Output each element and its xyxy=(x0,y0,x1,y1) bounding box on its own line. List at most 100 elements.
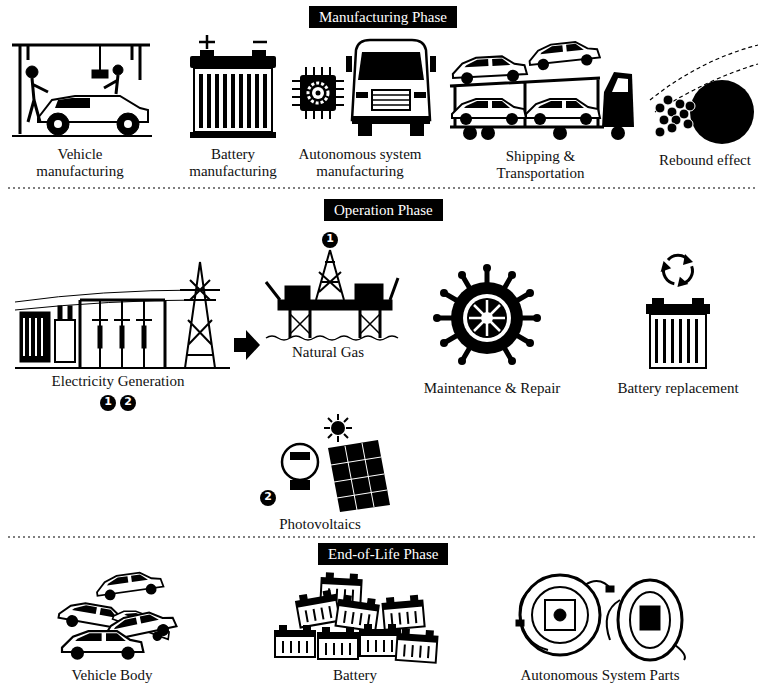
chip-truck-icon xyxy=(358,52,424,80)
vehicle-factory-icon xyxy=(26,66,38,78)
car-carrier-icon xyxy=(452,99,526,125)
chip-truck-icon xyxy=(352,40,430,120)
gas-rig-icon xyxy=(316,250,344,300)
battery-recycle-icon xyxy=(652,298,664,304)
gas-rig-icon xyxy=(266,278,398,300)
chip-truck-icon xyxy=(430,56,436,72)
car-carrier-icon xyxy=(450,78,604,127)
icon-caption: Battery replacement xyxy=(603,380,753,397)
callout-number: 1 xyxy=(100,395,116,411)
battery-recycle-icon xyxy=(655,319,658,363)
battery-recycle-icon xyxy=(646,254,710,368)
tools-wheel-icon xyxy=(469,300,505,336)
chip-truck-icon xyxy=(346,56,352,72)
tools-wheel-icon xyxy=(508,357,516,365)
power-grid-icon xyxy=(120,326,124,348)
rebound-icon xyxy=(659,115,669,125)
chip-truck-icon xyxy=(352,116,430,124)
phase-title: Operation Phase xyxy=(334,201,433,219)
tools-wheel-icon xyxy=(433,264,541,365)
icon-caption: Autonomous System Parts xyxy=(500,667,700,684)
gas-rig-icon xyxy=(290,310,380,338)
battery-recycle-icon xyxy=(646,304,710,314)
car-carrier-icon xyxy=(452,55,527,85)
power-grid-icon xyxy=(92,319,152,321)
power-grid-icon xyxy=(142,326,146,348)
battery-recycle-icon xyxy=(679,319,682,363)
battery-pile-icon xyxy=(275,625,315,657)
power-grid-icon xyxy=(24,318,42,356)
icon-caption: Vehicle Body xyxy=(52,667,172,684)
scrap-cars-icon xyxy=(62,631,143,660)
gas-rig-icon xyxy=(278,300,392,310)
gas-rig-icon xyxy=(355,284,383,300)
sensor-parts-icon xyxy=(640,606,660,630)
power-grid-icon xyxy=(15,262,230,368)
tools-wheel-icon xyxy=(437,268,537,361)
battery-icon xyxy=(231,74,235,128)
battery-recycle-icon xyxy=(683,254,693,265)
car-carrier-icon xyxy=(450,40,634,140)
vehicle-factory-icon xyxy=(113,65,123,75)
battery-pile-icon xyxy=(336,594,380,631)
chip-truck-icon xyxy=(372,90,410,110)
battery-icon xyxy=(255,74,259,128)
section-divider xyxy=(8,188,758,537)
car-carrier-icon xyxy=(612,78,628,92)
rebound-icon xyxy=(690,80,754,144)
phase-banner: End-of-Life Phase xyxy=(318,543,448,565)
battery-recycle-icon xyxy=(692,298,704,304)
gas-rig-icon xyxy=(290,314,380,334)
battery-pile-icon xyxy=(318,627,358,659)
callout-number: 2 xyxy=(120,395,136,411)
vehicle-factory-icon xyxy=(12,45,152,136)
battery-icon xyxy=(199,74,203,128)
battery-recycle-icon xyxy=(695,319,698,363)
battery-pile-icon xyxy=(396,628,438,663)
power-grid-icon xyxy=(98,326,102,348)
tools-wheel-icon xyxy=(526,289,534,297)
battery-icon xyxy=(207,74,211,128)
icon-caption: Battery xyxy=(315,667,395,684)
car-carrier-icon xyxy=(528,40,600,72)
sensor-parts-icon xyxy=(516,575,685,660)
battery-icon xyxy=(199,74,267,128)
gas-rig-icon xyxy=(266,250,398,340)
chip-truck-icon xyxy=(292,40,436,136)
chip-truck-icon xyxy=(372,95,410,105)
chip-truck-icon xyxy=(312,87,324,99)
car-carrier-icon xyxy=(526,99,600,125)
icon-caption: Autonomous system manufacturing xyxy=(290,146,430,181)
battery-icon xyxy=(190,132,276,138)
sensor-parts-icon xyxy=(520,581,612,650)
solar-icon xyxy=(331,421,345,435)
battery-icon xyxy=(200,50,214,57)
sensor-parts-icon xyxy=(607,600,685,660)
car-carrier-icon xyxy=(602,72,634,127)
battery-recycle-icon xyxy=(675,277,690,291)
chip-truck-icon xyxy=(300,75,336,111)
chip-truck-icon xyxy=(316,91,321,96)
battery-recycle-icon xyxy=(657,254,693,291)
chip-truck-icon xyxy=(410,124,424,136)
vehicle-factory-icon xyxy=(117,113,139,135)
solar-icon xyxy=(290,480,310,490)
rebound-icon xyxy=(675,99,685,109)
phase-title: Manufacturing Phase xyxy=(319,8,447,26)
vehicle-factory-icon xyxy=(12,45,150,134)
battery-recycle-icon xyxy=(663,319,666,363)
sensor-parts-icon xyxy=(606,586,614,592)
icon-caption: Electricity Generation xyxy=(33,373,203,390)
battery-icon xyxy=(215,74,219,128)
power-grid-icon xyxy=(58,306,62,320)
rebound-icon xyxy=(667,123,677,133)
solar-icon xyxy=(282,444,318,480)
section-divider xyxy=(8,187,758,189)
battery-icon xyxy=(199,35,267,49)
vehicle-factory-icon xyxy=(28,78,48,122)
vehicle-factory-icon xyxy=(55,98,90,108)
battery-icon xyxy=(263,74,267,128)
rebound-icon xyxy=(655,127,665,137)
chip-truck-icon xyxy=(292,67,344,119)
car-carrier-icon xyxy=(553,126,567,140)
